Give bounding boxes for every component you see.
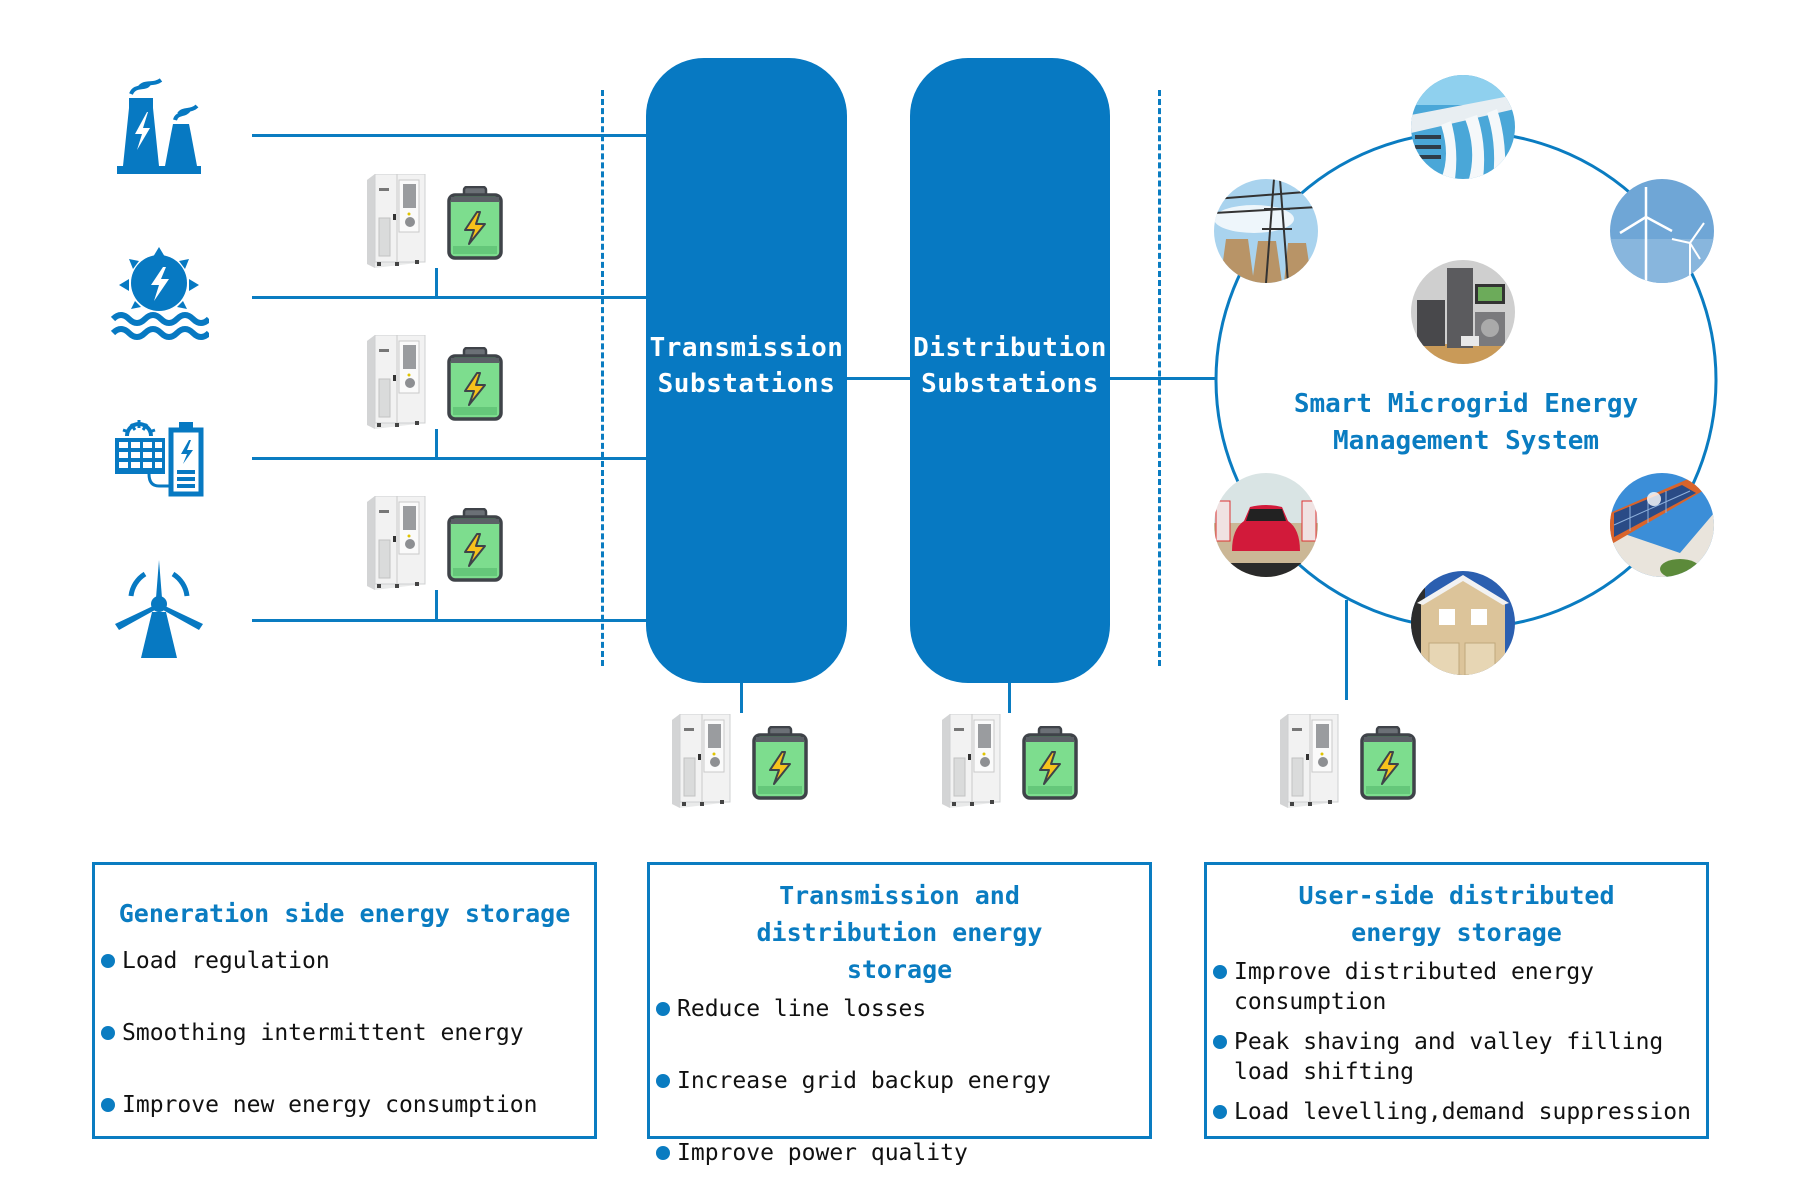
section-divider [601, 90, 604, 666]
item-text: Load regulation [122, 948, 330, 974]
bullet-icon [656, 1002, 670, 1016]
list-item: Load levelling,demand suppression [1207, 1097, 1696, 1127]
item-text: Load levelling,demand suppression [1234, 1099, 1691, 1125]
bullet-icon [101, 1026, 115, 1040]
house-photo [1411, 571, 1515, 675]
energy-storage-cabinet-icon [940, 714, 1002, 808]
microgrid-link-line [1110, 377, 1216, 380]
battery-charging-icon [447, 347, 503, 421]
transmission-label-line1: Transmission [649, 332, 844, 363]
distribution-label-line2: Substations [921, 368, 1099, 399]
feeder-line-thermal [252, 134, 648, 137]
transmission-distribution-storage-box: Transmission and distribution energy sto… [647, 862, 1152, 1166]
list-item: Smoothing intermittent energy [95, 1018, 594, 1048]
bullet-icon [1213, 965, 1227, 979]
home-appliances-photo [1411, 260, 1515, 364]
energy-storage-cabinet-icon [365, 335, 427, 429]
distribution-label-line1: Distribution [913, 332, 1107, 363]
feeder-line-hydro [252, 296, 648, 299]
energy-storage-cabinet-icon [670, 714, 732, 808]
energy-storage-cabinet-icon [1278, 714, 1340, 808]
generation-side-storage-box: Generation side energy storage Load regu… [92, 862, 597, 1139]
storage-connector [1345, 600, 1348, 700]
ems-title-line1: Smart Microgrid Energy [1293, 389, 1639, 419]
box-title: User-side distributed energy storage [1298, 881, 1615, 947]
bullet-icon [1213, 1035, 1227, 1049]
ems-title-line2: Management System [1332, 426, 1600, 456]
battery-charging-icon [752, 726, 808, 800]
hydropower-icon [109, 245, 212, 345]
power-plant-pylons-photo [1214, 179, 1318, 283]
bullet-icon [656, 1074, 670, 1088]
transmission-substations-block: Transmission Substations [646, 58, 847, 683]
wind-turbines-photo [1610, 179, 1714, 283]
battery-charging-icon [447, 186, 503, 260]
item-text: Smoothing intermittent energy [122, 1020, 524, 1046]
thermal-power-plant-icon [109, 78, 209, 178]
storage-connector [435, 268, 438, 298]
solar-battery-icon [109, 410, 209, 510]
item-text: Increase grid backup energy [677, 1068, 1051, 1094]
rooftop-solar-photo [1610, 473, 1714, 577]
storage-connector [740, 683, 743, 713]
electric-vehicle-photo [1214, 473, 1318, 577]
storage-connector [1008, 683, 1011, 713]
hydro-dam-photo [1411, 75, 1515, 179]
battery-charging-icon [1360, 726, 1416, 800]
list-item: Improve power quality [650, 1138, 1149, 1168]
list-item: Reduce line losses [650, 994, 1149, 1024]
list-item: Increase grid backup energy [650, 1066, 1149, 1096]
wind-turbine-icon [109, 558, 209, 658]
item-text: Improve new energy consumption [122, 1092, 538, 1118]
list-item: Improve distributed energy consumption [1207, 957, 1696, 1017]
transmission-label-line2: Substations [657, 368, 836, 399]
microgrid-ems-title: Smart Microgrid Energy Management System [1266, 386, 1666, 460]
substation-link-line [847, 377, 910, 380]
storage-connector [435, 429, 438, 459]
battery-charging-icon [1022, 726, 1078, 800]
bullet-icon [1213, 1105, 1227, 1119]
user-side-storage-box: User-side distributed energy storage Imp… [1204, 862, 1709, 1139]
list-item: Load regulation [95, 946, 594, 976]
storage-connector [435, 590, 438, 620]
feeder-line-solar [252, 457, 648, 460]
item-text: Improve distributed energy consumption [1234, 959, 1595, 1015]
list-item: Peak shaving and valley filling load shi… [1207, 1027, 1696, 1087]
box-title: Transmission and distribution energy sto… [756, 881, 1043, 984]
item-text: Peak shaving and valley filling load shi… [1234, 1029, 1664, 1085]
item-text: Improve power quality [677, 1140, 968, 1166]
item-text: Reduce line losses [677, 996, 927, 1022]
feeder-line-wind [252, 619, 648, 622]
battery-charging-icon [447, 508, 503, 582]
bullet-icon [101, 1098, 115, 1112]
energy-storage-cabinet-icon [365, 496, 427, 590]
box-title: Generation side energy storage [118, 899, 571, 928]
bullet-icon [656, 1146, 670, 1160]
list-item: Improve new energy consumption [95, 1090, 594, 1120]
distribution-substations-block: Distribution Substations [910, 58, 1110, 683]
energy-storage-cabinet-icon [365, 174, 427, 268]
bullet-icon [101, 954, 115, 968]
